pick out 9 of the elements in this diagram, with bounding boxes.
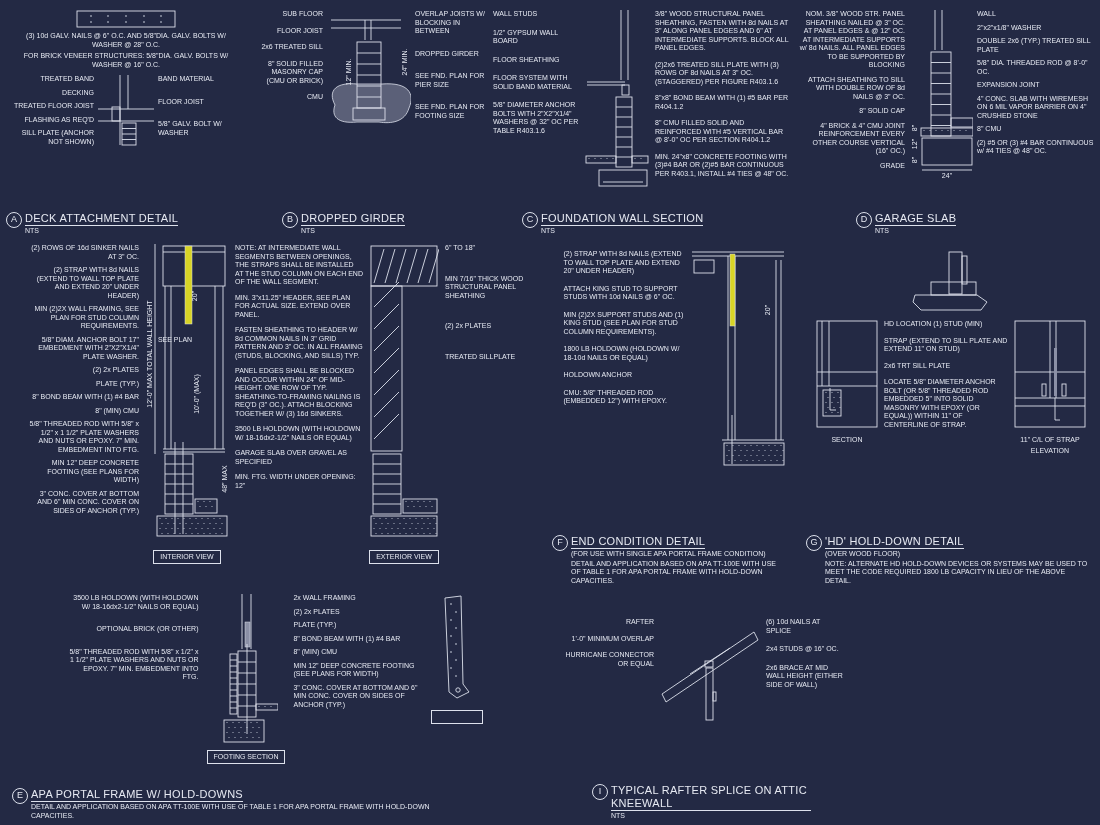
detail-title: END CONDITION DETAIL (571, 535, 706, 549)
detail-title: TYPICAL RAFTER SPLICE ON ATTIC KNEEWALL (611, 783, 811, 811)
detail-title: APA PORTAL FRAME W/ HOLD-DOWNS (31, 788, 243, 802)
detail-title: DECK ATTACHMENT DETAIL (25, 211, 179, 226)
detail-title: DROPPED GIRDER (301, 211, 406, 226)
detail-title: 'HD' HOLD-DOWN DETAIL (825, 535, 964, 549)
view-label-box (431, 710, 484, 724)
detail-title: GARAGE SLAB (875, 211, 957, 226)
detail-title: FOUNDATION WALL SECTION (541, 211, 704, 226)
